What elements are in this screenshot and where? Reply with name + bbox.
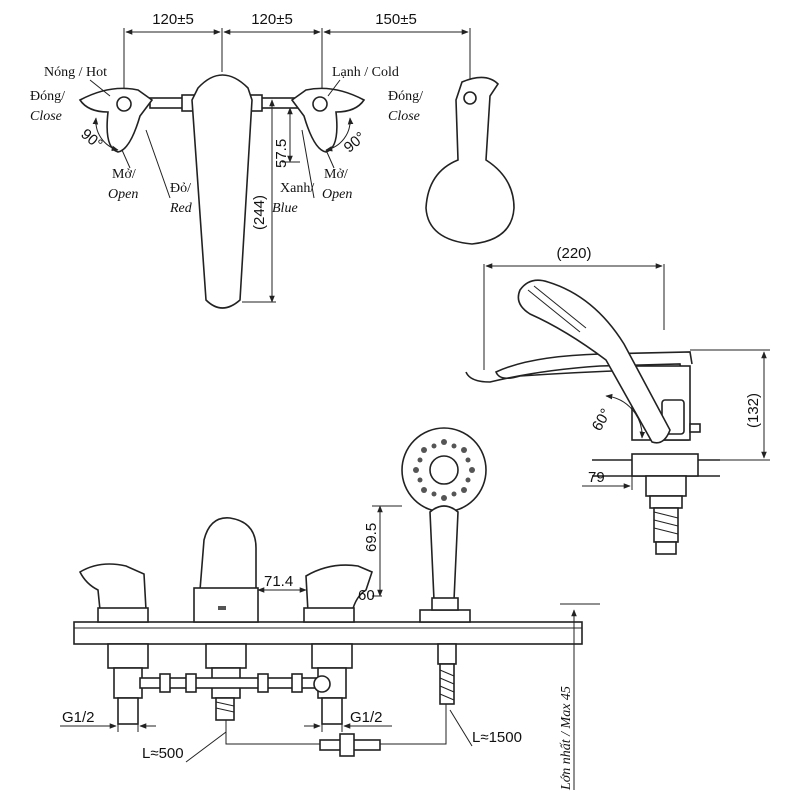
hose-500-label: L≈500 <box>142 745 184 762</box>
close-right-en: Close <box>388 109 420 124</box>
open-right-en: Open <box>322 187 352 202</box>
angle-left: 90° <box>77 125 105 153</box>
under-deck-plumbing <box>107 643 457 757</box>
hot-label: Nóng / Hot <box>44 65 107 80</box>
blue-vi: Xanh/ <box>280 181 314 196</box>
shower-nozzles <box>413 439 475 501</box>
dim-132: (132) <box>745 393 762 428</box>
deck <box>73 621 583 645</box>
close-left-vi: Đóng/ <box>30 89 65 104</box>
open-left-vi: Mở/ <box>112 167 136 182</box>
spout-front <box>199 517 257 591</box>
top-view: 120±5 120±5 150±5 (244) 90° 90° 57.5 Nón… <box>30 11 515 309</box>
dim-top-1: 120±5 <box>152 11 194 28</box>
angle-right: 90° <box>341 129 369 157</box>
close-left-en: Close <box>30 109 62 124</box>
dim-71-4: 71.4 <box>264 573 293 590</box>
spout-top-view <box>191 74 253 309</box>
dim-60: 60 <box>358 587 375 604</box>
dim-69-5: 69.5 <box>363 523 380 552</box>
hand-shower-top-view <box>425 76 515 245</box>
dim-top-2: 120±5 <box>251 11 293 28</box>
dim-220: (220) <box>556 245 591 262</box>
dim-57-5: 57.5 <box>273 139 290 168</box>
dim-79: 79 <box>588 469 605 486</box>
front-view: Lớn nhất / Max 45 69.5 6 <box>60 427 600 791</box>
dim-244: (244) <box>251 195 268 230</box>
cold-label: Lạnh / Cold <box>332 65 399 80</box>
red-en: Red <box>169 201 193 216</box>
blue-en: Blue <box>272 201 298 216</box>
max-deck-label: Lớn nhất / Max 45 <box>559 686 574 791</box>
g-half-right: G1/2 <box>350 709 383 726</box>
open-right-vi: Mở/ <box>324 167 348 182</box>
angle-side: 60° <box>589 406 615 434</box>
dim-top-3: 150±5 <box>375 11 417 28</box>
open-left-en: Open <box>108 187 138 202</box>
left-handle-front <box>78 563 147 611</box>
hose-1500-label: L≈1500 <box>472 729 522 746</box>
g-half-left: G1/2 <box>62 709 95 726</box>
side-view: (220) (132) 60° 79 <box>465 245 770 555</box>
red-vi: Đỏ/ <box>170 181 191 196</box>
close-right-vi: Đóng/ <box>388 89 423 104</box>
